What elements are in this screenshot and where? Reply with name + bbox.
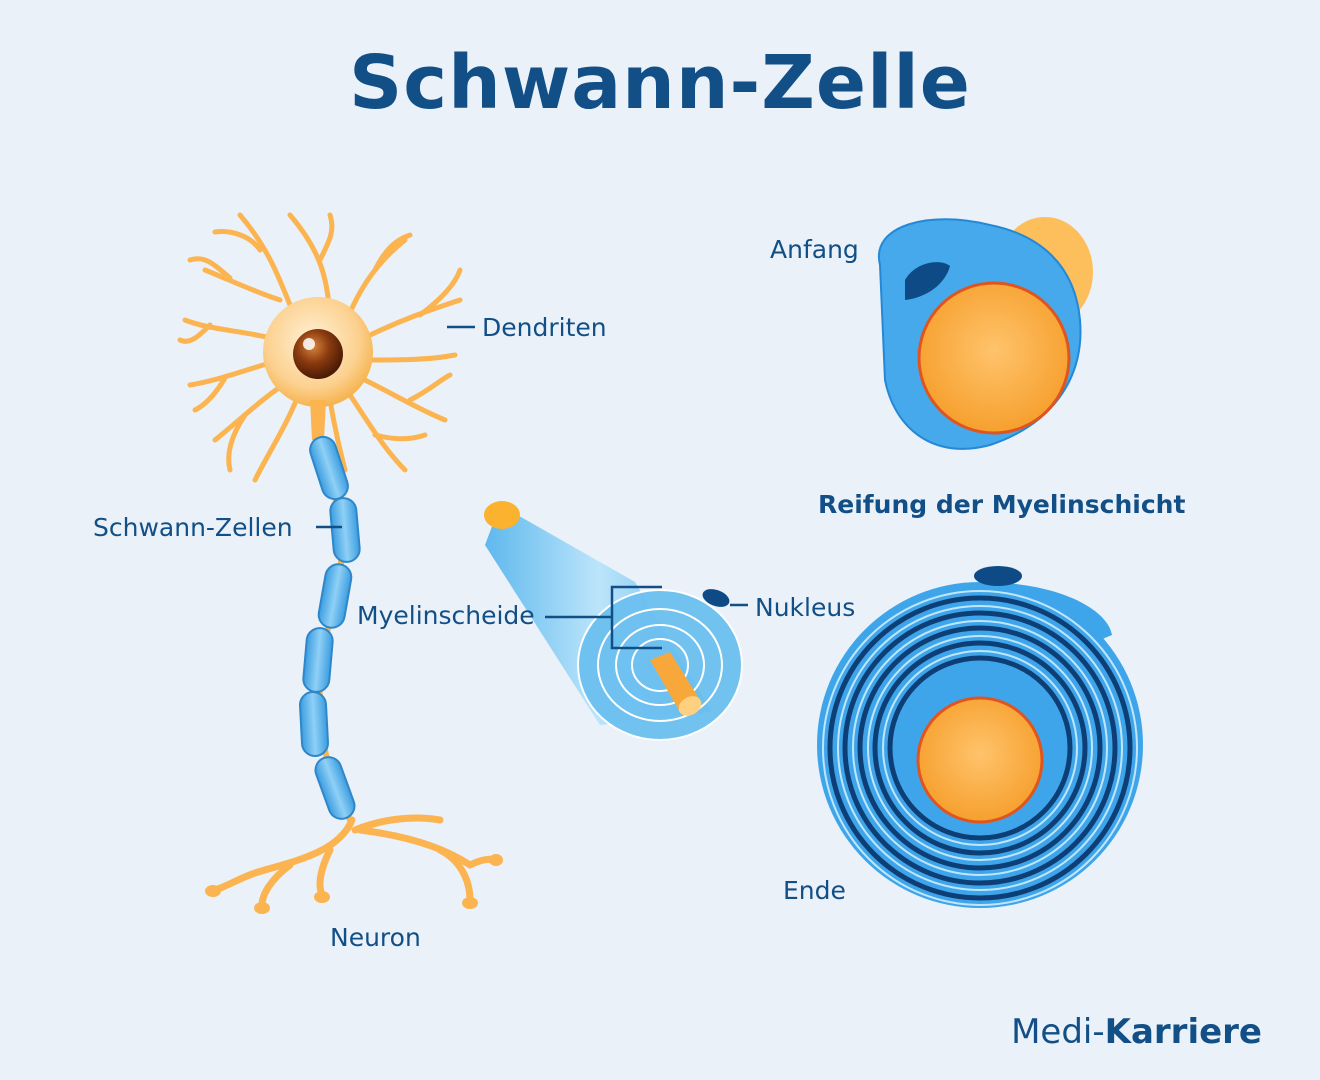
label-dendriten: Dendriten (482, 313, 607, 342)
cross-section-end (817, 566, 1143, 908)
label-neuron: Neuron (330, 923, 421, 952)
page-title: Schwann-Zelle (349, 40, 971, 126)
label-reifung: Reifung der Myelinschicht (818, 490, 1186, 519)
brand-prefix: Medi- (1011, 1012, 1105, 1052)
cross-section-start (877, 217, 1093, 450)
myelin-cylinder (484, 501, 743, 741)
nucleus-marker (702, 589, 730, 607)
brand-name: Karriere (1104, 1012, 1262, 1052)
label-schwann-zellen: Schwann-Zellen (93, 513, 293, 542)
label-anfang: Anfang (770, 235, 859, 264)
brand-logo: Medi-Karriere (1011, 1012, 1262, 1052)
label-nukleus: Nukleus (755, 593, 856, 622)
label-myelinscheide: Myelinscheide (357, 601, 535, 630)
label-ende: Ende (783, 876, 846, 905)
axon-terminals (211, 814, 499, 909)
neuron-nucleus (293, 329, 343, 379)
schwann-cell-segments (299, 435, 361, 820)
